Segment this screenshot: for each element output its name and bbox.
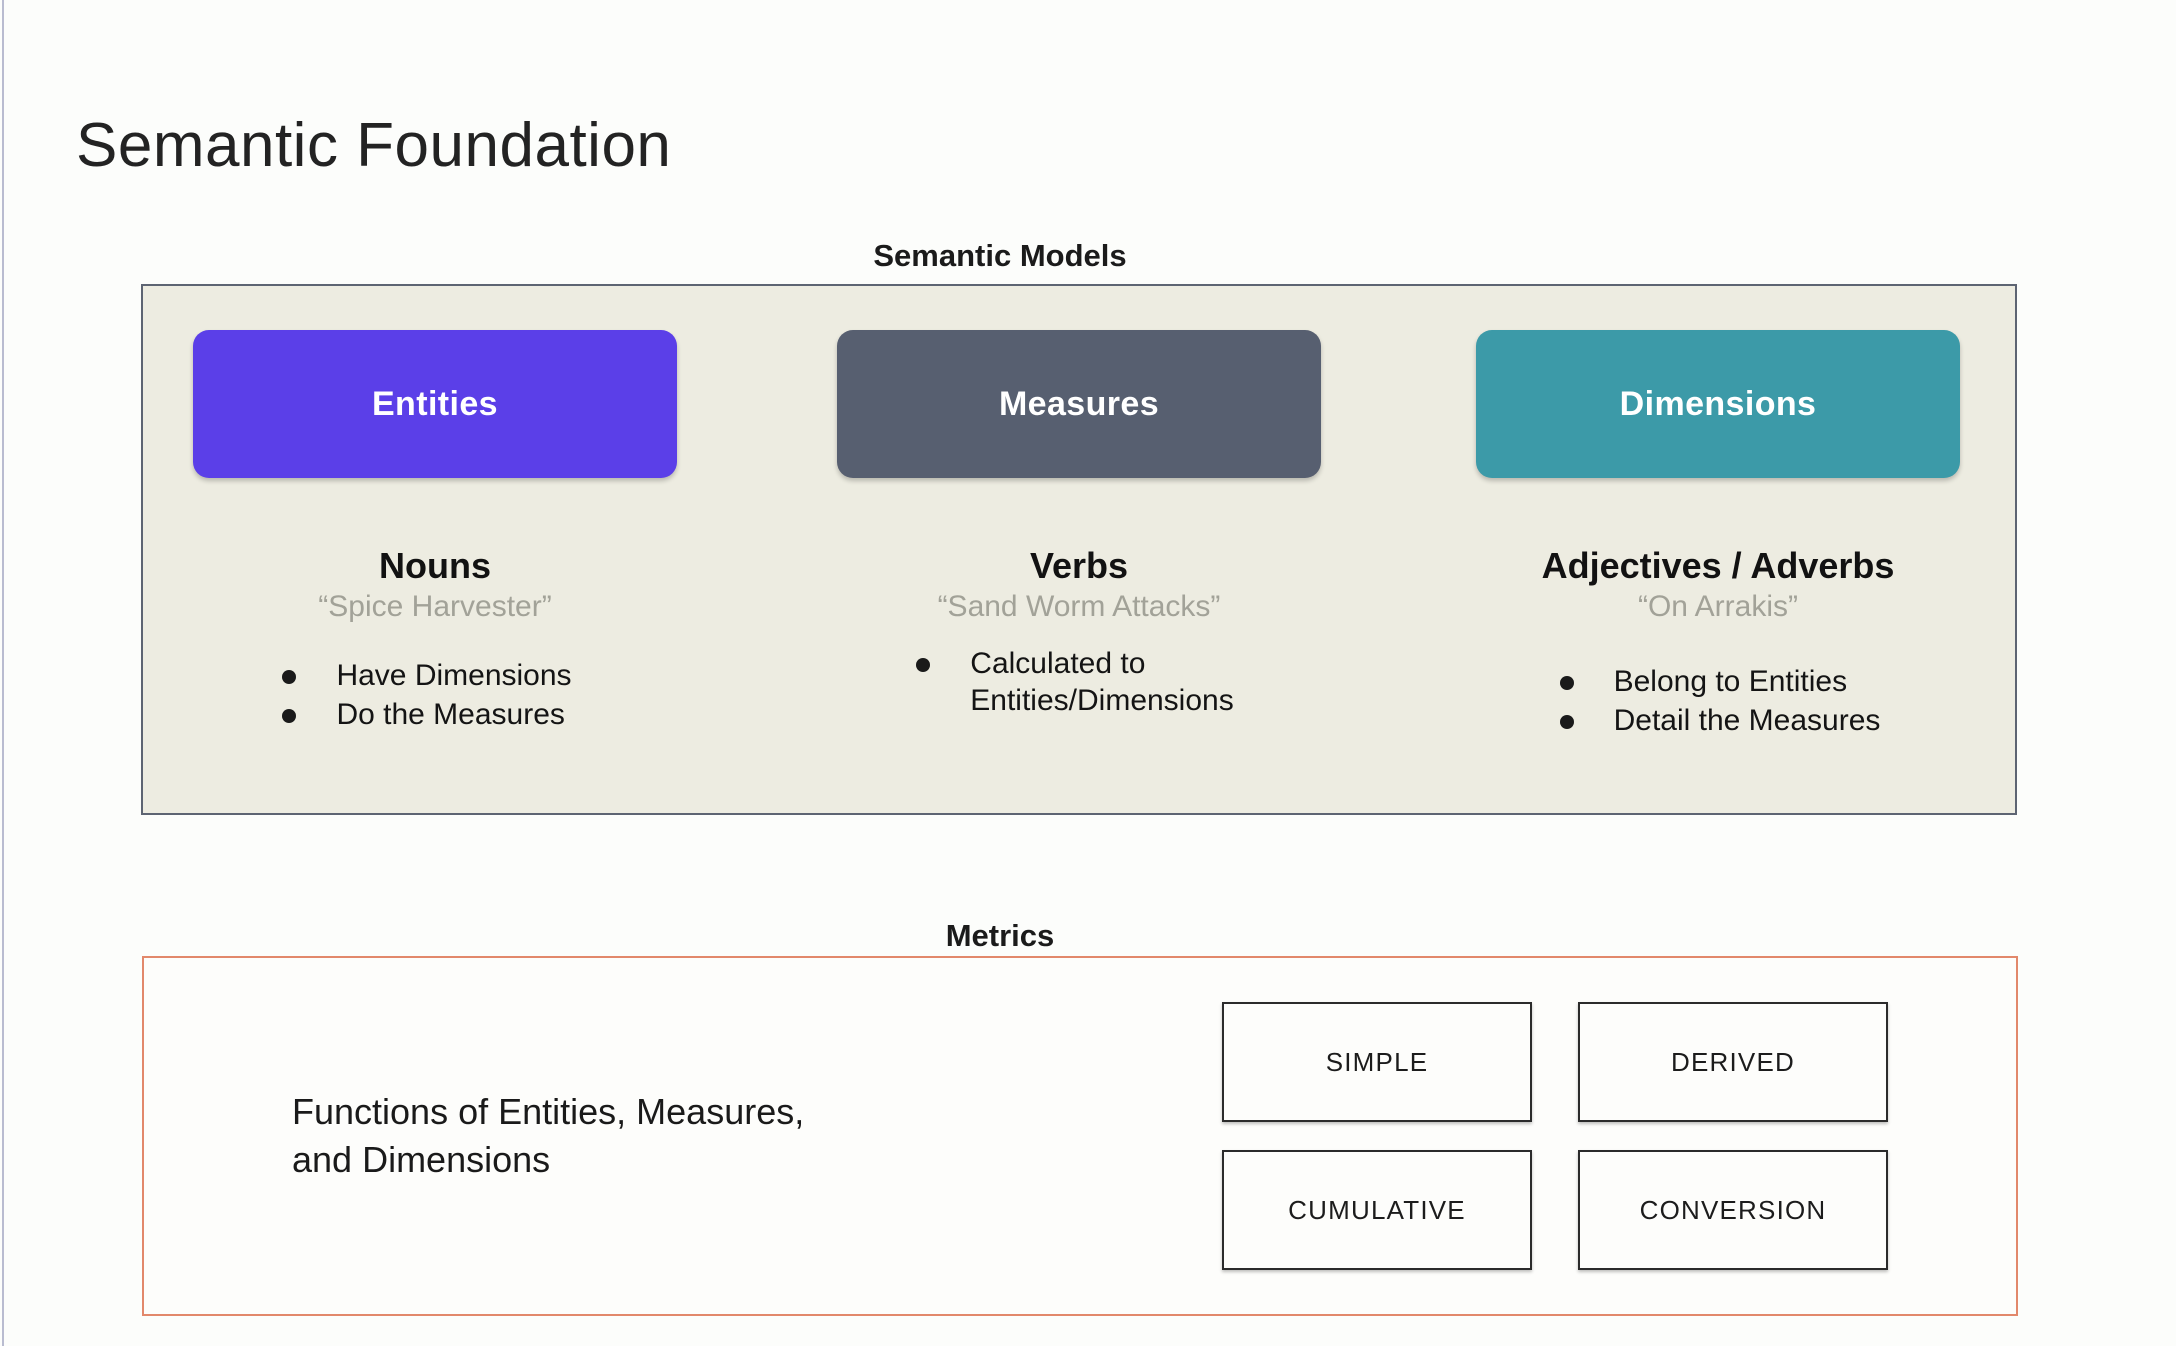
bullet-list-measures: Calculated to Entities/Dimensions — [916, 646, 1234, 721]
chip-dimensions[interactable]: Dimensions — [1476, 330, 1960, 478]
bullet-label: Detail the Measures — [1613, 703, 1881, 737]
bullet-dot-icon — [282, 708, 297, 723]
bullet-dot-icon — [282, 669, 297, 684]
semantic-models-columns: Entities Nouns “Spice Harvester” Have Di… — [143, 286, 2015, 813]
metric-box-simple[interactable]: SIMPLE — [1222, 1002, 1532, 1122]
metrics-panel: Functions of Entities, Measures, and Dim… — [142, 956, 2018, 1316]
chip-entities[interactable]: Entities — [193, 330, 677, 478]
example-phrase-measures: “Sand Worm Attacks” — [937, 590, 1221, 624]
example-phrase-dimensions: “On Arrakis” — [1637, 590, 1799, 624]
metric-box-derived[interactable]: DERIVED — [1578, 1002, 1888, 1122]
metric-box-conversion[interactable]: CONVERSION — [1578, 1150, 1888, 1270]
model-column-entities: Entities Nouns “Spice Harvester” Have Di… — [143, 286, 767, 813]
list-item: Have Dimensions — [282, 658, 572, 695]
metric-box-cumulative[interactable]: CUMULATIVE — [1222, 1150, 1532, 1270]
page-title: Semantic Foundation — [76, 110, 672, 180]
bullet-label: Belong to Entities — [1613, 664, 1848, 698]
metrics-caption: Metrics — [945, 918, 1055, 953]
bullet-label: Have Dimensions — [336, 658, 572, 692]
part-of-speech-dimensions: Adjectives / Adverbs — [1541, 545, 1895, 586]
example-phrase-entities: “Spice Harvester” — [318, 590, 552, 624]
chip-measures[interactable]: Measures — [837, 330, 1321, 478]
bullet-list-dimensions: Belong to Entities Detail the Measures — [1559, 664, 1881, 741]
list-item: Detail the Measures — [1559, 703, 1881, 740]
list-item: Belong to Entities — [1559, 664, 1881, 701]
bullet-dot-icon — [916, 657, 931, 672]
metrics-description: Functions of Entities, Measures, and Dim… — [292, 1091, 805, 1180]
bullet-label: Calculated to Entities/Dimensions — [970, 646, 1234, 717]
model-column-measures: Measures Verbs “Sand Worm Attacks” Calcu… — [767, 286, 1391, 813]
model-column-dimensions: Dimensions Adjectives / Adverbs “On Arra… — [1391, 286, 2015, 813]
metric-type-grid: SIMPLE DERIVED CUMULATIVE CONVERSION — [1222, 1002, 1888, 1270]
part-of-speech-entities: Nouns — [379, 545, 491, 586]
list-item: Calculated to Entities/Dimensions — [916, 646, 1234, 719]
semantic-models-panel: Entities Nouns “Spice Harvester” Have Di… — [141, 284, 2017, 815]
list-item: Do the Measures — [282, 697, 571, 734]
bullet-list-entities: Have Dimensions Do the Measures — [282, 658, 572, 735]
part-of-speech-measures: Verbs — [1029, 545, 1129, 586]
bullet-dot-icon — [1559, 714, 1574, 729]
bullet-label: Do the Measures — [336, 697, 565, 731]
semantic-models-caption: Semantic Models — [873, 238, 1127, 273]
left-edge-rule — [2, 0, 4, 1346]
bullet-dot-icon — [1559, 675, 1574, 690]
